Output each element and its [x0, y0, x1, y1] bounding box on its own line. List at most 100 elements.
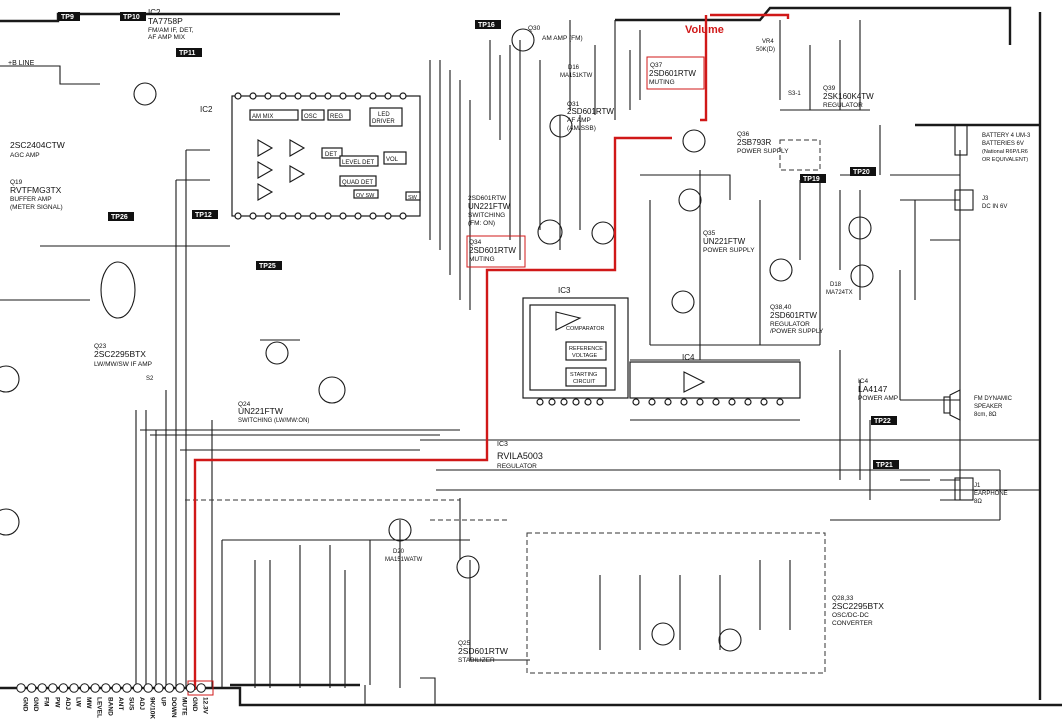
q38-40-desc1: REGULATOR: [770, 321, 810, 328]
ic2-quad-det-label: QUAD DET: [342, 180, 373, 186]
ic3-name: RVILA5003: [497, 451, 543, 461]
ic2-block: AM MIX OSC REG LED DRIVER DET LEVEL DET …: [231, 92, 421, 220]
tp16-label: TP16: [478, 22, 495, 29]
ic4-name: LA4147: [858, 384, 888, 394]
ic2-level-det-label: LEVEL DET: [342, 160, 374, 166]
connector-pin: [122, 683, 132, 693]
ic2-reg-label: REG: [330, 114, 343, 120]
ic3-starting-label: STARTING: [570, 372, 597, 378]
ic3-reference-label: REFERENCE: [569, 346, 603, 352]
q28-33-desc1: OSC/DC-DC: [832, 612, 869, 619]
q18-desc: AGC AMP: [10, 152, 40, 159]
q37-desc: MUTING: [649, 79, 675, 86]
ic4-block: [629, 361, 801, 406]
connector-label-down: DOWN: [170, 697, 177, 718]
q36-name: 2SB793R: [737, 138, 771, 147]
speaker-label-3: 8cm, 8Ω: [974, 412, 997, 418]
tp25-label: TP25: [259, 263, 276, 270]
q30-part: Q30: [528, 25, 541, 32]
ic3-desc: REGULATOR: [497, 463, 537, 470]
d18-label: D18: [830, 282, 842, 288]
speaker-label-2: SPEAKER: [974, 404, 1003, 410]
q28-33-name: 2SC2295BTX: [832, 601, 884, 611]
connector-label-mw: MW: [85, 697, 92, 709]
q34-highlight-box: [466, 235, 526, 268]
battery-label-1: BATTERY 4 UM-3: [982, 133, 1031, 139]
ic3-label: IC3: [558, 286, 571, 295]
ic2-top-label: IC2: [148, 8, 161, 17]
connector-label-pw: PW: [53, 697, 60, 708]
highlight-path: [187, 13, 790, 696]
connector-label-level: LEVEL: [96, 697, 103, 718]
right-connectors: [943, 124, 974, 501]
s2-label: S2: [146, 376, 154, 382]
battery-label-2: BATTERIES 6V: [982, 141, 1024, 147]
j1-label: J1: [974, 483, 981, 489]
ic4-side-label: IC4: [858, 378, 869, 385]
tp22-label: TP22: [874, 418, 891, 425]
d20-label: D20: [393, 549, 405, 555]
connector-label-sus: SUS: [128, 697, 135, 711]
q35-name: UN221FTW: [703, 237, 746, 246]
q24-part: Q24: [238, 401, 251, 408]
q37-highlight-box: [646, 56, 705, 90]
ic3-comparator-label: COMPARATOR: [566, 326, 605, 332]
q25-desc: STABILIZER: [458, 657, 495, 664]
wiring: [0, 6, 1062, 707]
ic2-ov-sw-label: OV SW: [356, 193, 375, 199]
tp11-label: TP11: [179, 50, 195, 57]
connector-label-up: UP: [159, 697, 166, 707]
q38-40-part: Q38,40: [770, 304, 792, 311]
connector-pin: [154, 683, 164, 693]
connector-pin: [37, 683, 47, 693]
ic3-voltage-label: VOLTAGE: [572, 353, 597, 359]
connector-label-9k-10k: 9K/10K: [149, 697, 156, 719]
vr4-value: 50K(D): [756, 47, 775, 53]
q34-part: Q34: [469, 239, 482, 246]
connector-label-mute: MUTE: [181, 697, 188, 716]
transistor-symbols: [0, 28, 874, 652]
vr4-label: VR4: [762, 39, 774, 45]
connector-pin: [26, 683, 37, 693]
ic2-desc1: FM/AM IF, DET,: [148, 27, 194, 34]
tp9-label: TP9: [61, 14, 74, 21]
q31-name: 2SD601RTW: [567, 107, 614, 116]
q30-desc: AM AMP (FM): [542, 35, 583, 42]
q19-desc2: (METER SIGNAL): [10, 204, 63, 211]
connector-pin: [175, 683, 185, 693]
connector-pin: [90, 683, 100, 693]
connector-label-lw: LW: [75, 697, 82, 708]
speaker-label-1: FM DYNAMIC: [974, 396, 1013, 402]
q34-name: 2SD601RTW: [469, 246, 516, 255]
q34-desc: MUTING: [469, 256, 495, 263]
q35-part: Q35: [703, 230, 716, 237]
connector-pin: [79, 683, 90, 693]
j3-label: J3: [982, 196, 989, 202]
d18-name: MA724TX: [826, 290, 853, 296]
q31-desc1: AF AMP: [567, 117, 591, 124]
q25-name: 2SD601RTW: [458, 646, 508, 656]
q36-desc: POWER SUPPLY: [737, 148, 789, 155]
q24-desc: SWITCHING (LW/MW:ON): [238, 418, 309, 424]
q23-part: Q23: [94, 343, 107, 350]
tp20-label: TP20: [853, 169, 870, 176]
connector-pin: [196, 683, 206, 693]
q38-40-desc2: /POWER SUPPLY: [770, 328, 824, 335]
ic3-block: COMPARATOR REFERENCE VOLTAGE STARTING CI…: [522, 297, 629, 406]
ic2-vol-label: VOL: [386, 157, 399, 163]
ic3-bottom-label: IC3: [497, 441, 508, 448]
q39-part: Q39: [823, 85, 836, 92]
connector-pin: [164, 683, 175, 693]
ic2-label: IC2: [200, 105, 213, 114]
connector-label-gnd: GND: [22, 697, 29, 712]
ic2-driver-label: DRIVER: [372, 119, 395, 125]
q23-desc: LW/MW/SW IF AMP: [94, 361, 152, 368]
battery-label-4: OR EQUIVALENT): [982, 157, 1028, 163]
q28-33-part: Q28,33: [832, 595, 854, 602]
connector-label-gnd: GND: [32, 697, 39, 712]
tp19-label: TP19: [803, 176, 820, 183]
q10-func2: (FM: ON): [468, 220, 495, 227]
connector-pin: [69, 683, 79, 693]
ic2-osc-label: OSC: [304, 114, 318, 120]
q10-func1: SWITCHING: [468, 212, 505, 219]
